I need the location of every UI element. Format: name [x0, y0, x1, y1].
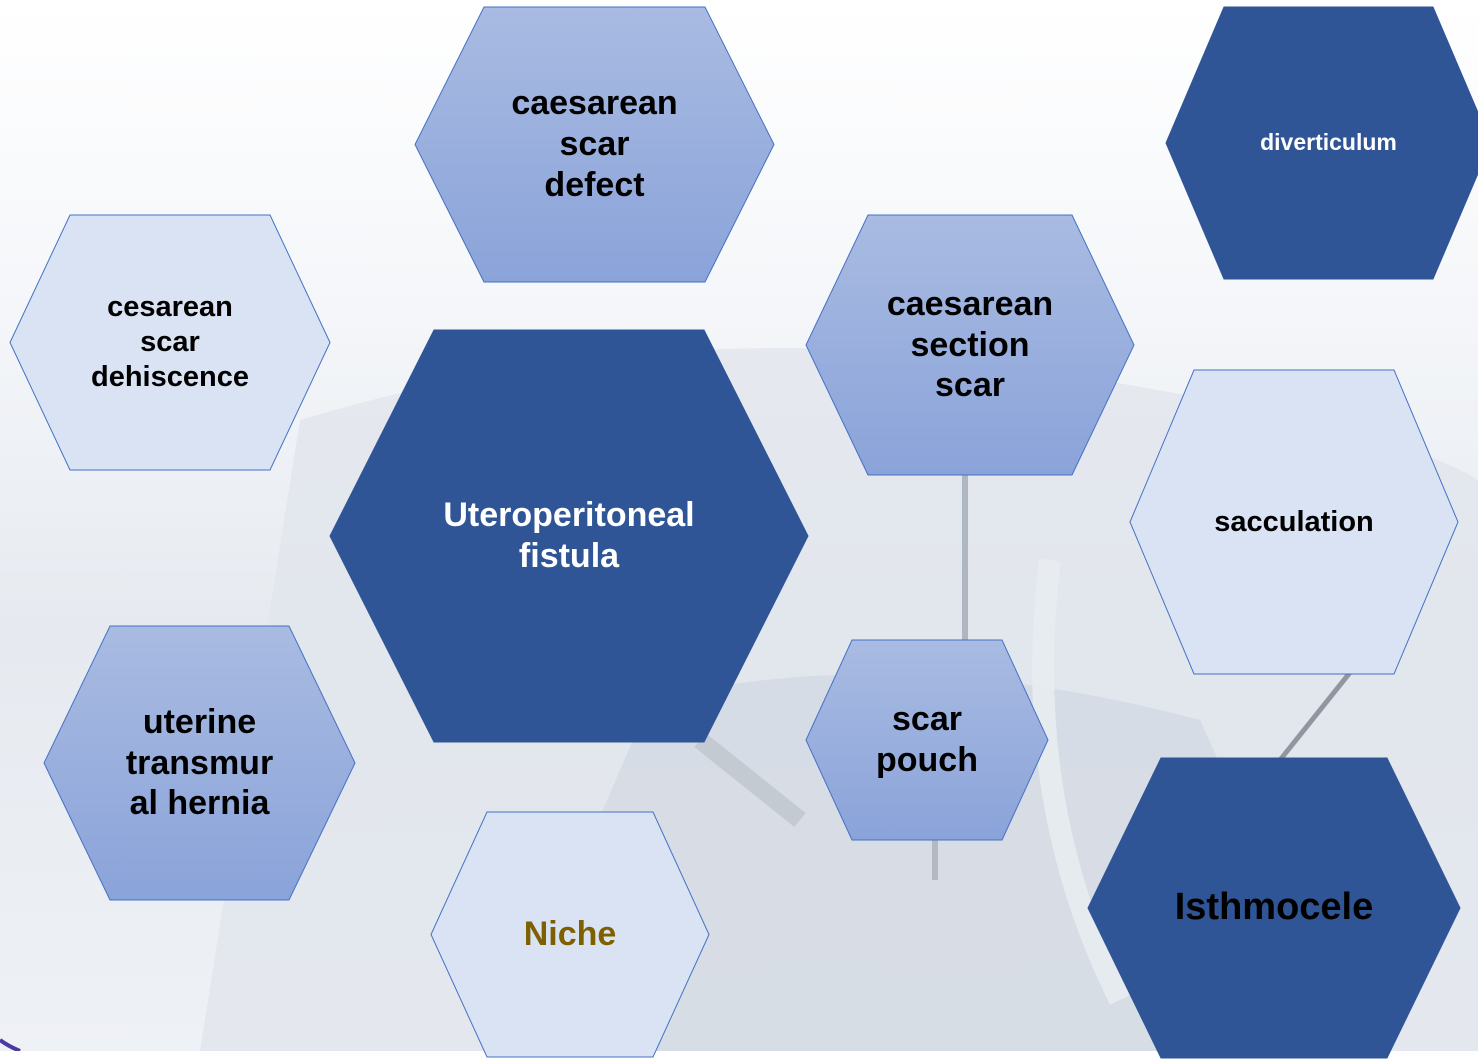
hexagon-label: uterine transmur al hernia	[125, 702, 274, 823]
hexagon-label: caesarean scar defect	[511, 84, 678, 204]
hexagon-uteroperitoneal-fistula: Uteroperitoneal fistula	[329, 329, 809, 743]
hexagon-label: scar pouch	[876, 700, 978, 779]
hexagon-label: Niche	[523, 915, 617, 954]
hexagon-label: sacculation	[1214, 505, 1374, 538]
hexagon-scar-pouch: scar pouch	[805, 639, 1049, 841]
hexagon-label: caesarean section scar	[886, 284, 1054, 405]
hexagon-cesarean-scar-dehiscence: cesarean scar dehiscence	[9, 214, 331, 471]
hexagon-caesarean-scar-defect: caesarean scar defect	[414, 6, 775, 283]
hexagon-uterine-transmural-hernia: uterine transmur al hernia	[43, 625, 356, 901]
hexagon-isthmocele: Isthmocele	[1087, 757, 1461, 1059]
hexagon-niche: Niche	[430, 811, 710, 1058]
hexagon-sacculation: sacculation	[1129, 369, 1459, 675]
hexagon-label: cesarean scar dehiscence	[91, 291, 249, 393]
hexagon-label: diverticulum	[1260, 129, 1397, 156]
hexagon-caesarean-section-scar: caesarean section scar	[805, 214, 1135, 476]
hexagon-label: Uteroperitoneal fistula	[443, 496, 695, 575]
hexagon-diverticulum: diverticulum	[1165, 6, 1478, 280]
hexagon-label: Isthmocele	[1174, 886, 1374, 929]
